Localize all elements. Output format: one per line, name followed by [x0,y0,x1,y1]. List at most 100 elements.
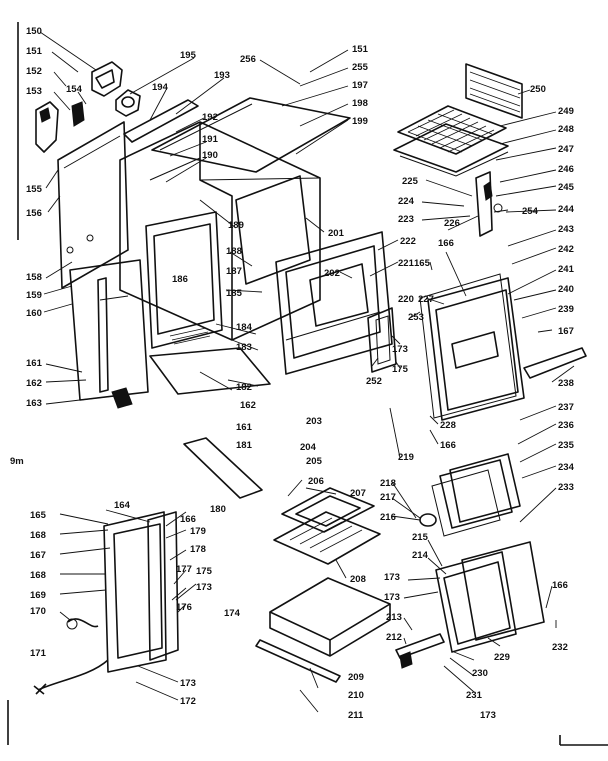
part-209-drawer-pan [269,577,391,657]
callout-212: 212 [386,632,402,643]
left-edge-bracket [7,22,608,746]
part-207-broiler-insert [281,487,375,533]
part-186-oven-liner [145,211,223,349]
callout-247: 247 [558,144,574,155]
callout-229: 229 [494,652,510,663]
callout-232: 232 [552,642,568,653]
callout-189: 189 [228,220,244,231]
part-195-knob [115,89,141,117]
callout-192: 192 [202,112,218,123]
callout-240: 240 [558,284,574,295]
part-250-rack [465,63,523,119]
callout-173d: 173 [384,572,400,583]
callout-159: 159 [26,290,42,301]
callout-191: 191 [202,134,219,145]
part-174-rail [255,639,341,683]
part-160-side-panel [69,259,149,409]
callout-234: 234 [558,462,575,473]
callout-163: 163 [26,398,42,409]
callout-255: 255 [352,62,369,73]
callout-181: 181 [236,440,253,451]
callout-206: 206 [308,476,324,487]
callout-168b: 168 [30,570,46,581]
callout-193: 193 [214,70,230,81]
callout-173b: 173 [180,678,196,689]
callout-235: 235 [558,440,575,451]
part-216-knob [419,513,437,527]
callout-175b: 175 [196,566,213,577]
callout-182: 182 [236,382,252,393]
callout-153: 153 [26,86,42,97]
callout-152: 152 [26,66,42,77]
callout-218: 218 [380,478,396,489]
callout-214: 214 [412,550,429,561]
callout-245: 245 [558,182,575,193]
callout-219: 219 [398,452,414,463]
callout-221: 221 [398,258,415,269]
part-193-top-plate [123,99,199,143]
callout-154: 154 [66,84,83,95]
callout-237: 237 [558,402,574,413]
part-212-hinge [395,633,445,669]
callout-162: 162 [26,378,42,389]
callout-179: 179 [190,526,206,537]
part-188-cabinet-body [119,121,321,341]
callout-204: 204 [300,442,317,453]
part-169-drawer-front [103,511,167,673]
part-154-clip [71,101,85,127]
small-mark: 9m [10,456,24,467]
part-226-thermostat [475,171,503,237]
part-170-cord [33,618,109,695]
callout-197: 197 [352,80,368,91]
callout-205: 205 [306,456,323,467]
callout-190: 190 [202,150,218,161]
callout-195: 195 [180,50,197,61]
callout-173: 173 [392,344,408,355]
callout-244: 244 [558,204,575,215]
callout-207: 207 [350,488,366,499]
callout-217: 217 [380,492,396,503]
callout-164: 164 [114,500,131,511]
callout-188: 188 [226,246,242,257]
callout-249: 249 [558,106,574,117]
callout-173c: 173 [196,582,212,593]
callout-241: 241 [558,264,575,275]
callout-254: 254 [522,206,539,217]
callout-184: 184 [236,322,253,333]
callout-220: 220 [398,294,414,305]
part-180-drawer-side [147,511,179,661]
callout-151: 151 [26,46,43,57]
part-150-handle [91,61,123,97]
callout-239: 239 [558,304,574,315]
callout-158: 158 [26,272,42,283]
part-234-door-panel [431,453,521,537]
callout-231: 231 [466,690,483,701]
callout-248: 248 [558,124,574,135]
callout-161b: 161 [236,422,253,433]
callout-210: 210 [348,690,364,701]
callout-172: 172 [180,696,196,707]
part-253-element [367,307,397,373]
callout-253: 253 [408,312,424,323]
callout-222: 222 [400,236,416,247]
callout-228: 228 [440,420,456,431]
callout-165: 165 [414,258,431,269]
part-214-lower-door [435,541,545,653]
callout-170: 170 [30,606,46,617]
callout-216: 216 [380,512,396,523]
callout-185: 185 [226,288,243,299]
callout-225: 225 [402,176,419,187]
callout-167b: 167 [30,550,46,561]
part-208-broiler-tray [273,511,381,565]
callout-167: 167 [558,326,574,337]
callout-166d: 166 [552,580,568,591]
callout-168: 168 [30,530,46,541]
callout-175: 175 [392,364,409,375]
callout-236: 236 [558,420,574,431]
callout-labels: 150 151 152 153 154 155 156 158 159 160 … [10,26,575,721]
callout-151b: 151 [352,44,369,55]
leader-lines [39,31,575,713]
callout-156: 156 [26,208,42,219]
callout-230: 230 [472,668,488,679]
part-248-broiler-pan [393,123,509,177]
